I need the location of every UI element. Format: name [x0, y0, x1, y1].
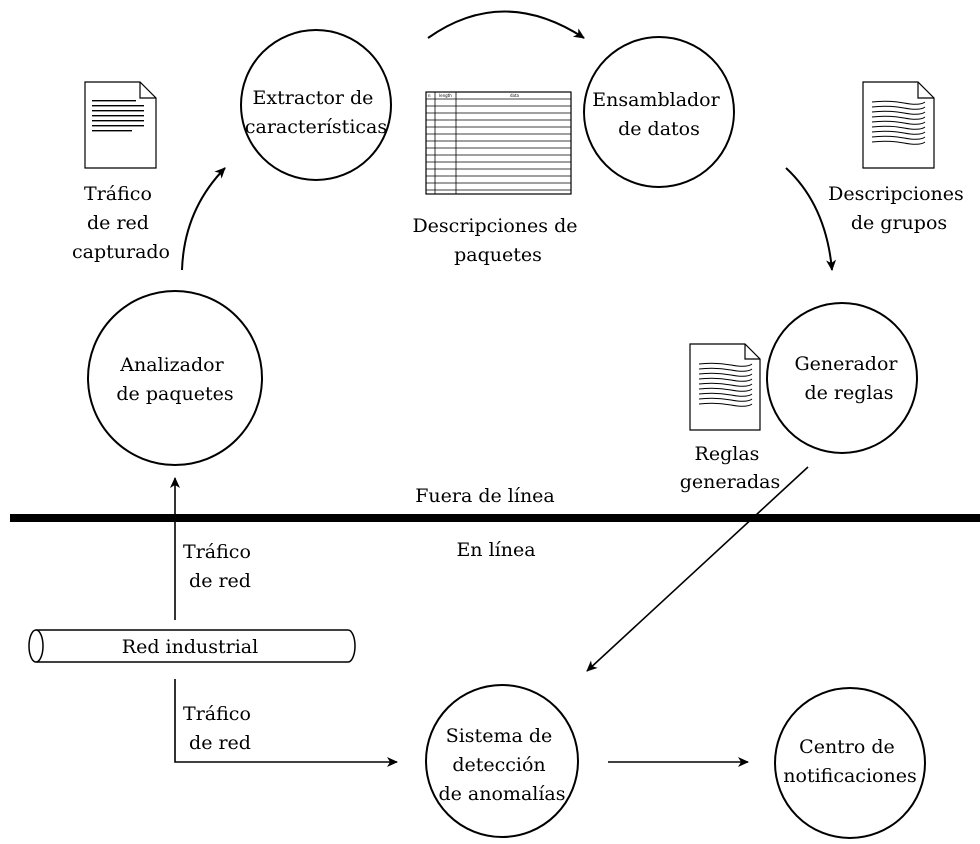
node-rule-generator-line2: de reglas: [804, 382, 893, 404]
offline-online-separator: [10, 514, 980, 522]
generated-rules-document-icon: [689, 343, 761, 431]
captured-traffic-label: Tráfico de red capturado: [72, 183, 170, 263]
node-extractor-line1: Extractor de: [253, 87, 374, 109]
industrial-network-pipe: Red industrial: [28, 629, 356, 663]
node-assembler[interactable]: Ensamblador de datos: [583, 36, 735, 188]
arrow-extractor-to-assembler: [427, 10, 585, 39]
node-anomaly-detection[interactable]: Sistema de detección de anomalías: [425, 684, 579, 838]
captured-traffic-document-icon: [84, 81, 157, 169]
group-descriptions-label: Descripciones de grupos: [828, 183, 970, 234]
packet-descriptions-label: Descripciones de paquetes: [412, 215, 583, 266]
svg-text:Extractor de característ: Extractor de características: [245, 87, 387, 138]
packet-table-header-length: length: [439, 93, 452, 98]
node-assembler-line1: Ensamblador: [592, 89, 720, 111]
online-label: En línea: [456, 539, 535, 561]
node-packet-analyzer-line1: Analizador: [119, 354, 224, 376]
arrow-network-to-detection: [174, 679, 398, 767]
node-notification-center-line1: Centro de: [799, 736, 895, 758]
node-notification-center-line2: notificaciones: [783, 765, 916, 787]
arrow-rule-generator-to-detection: [586, 466, 809, 672]
arrow-analyzer-to-extractor: [181, 167, 226, 271]
network-traffic-up-label: Tráfico de red: [183, 541, 257, 592]
svg-text:Generador de reglas: Generador de reglas: [794, 353, 903, 404]
node-packet-analyzer-line2: de paquetes: [116, 383, 233, 405]
svg-text:Centro de notificaciones: Centro de notificaciones: [783, 736, 916, 787]
generated-rules-label: Reglas generadas: [680, 443, 781, 493]
network-traffic-down-label: Tráfico de red: [183, 703, 257, 754]
group-descriptions-document-icon: [862, 81, 935, 169]
node-anomaly-detection-line3: de anomalías: [438, 783, 565, 805]
node-assembler-line2: de datos: [618, 118, 700, 140]
offline-label: Fuera de línea: [415, 485, 555, 507]
packet-table-icon: n length data: [425, 91, 572, 195]
packet-table-header-n: n: [428, 93, 431, 98]
node-extractor-line2: características: [245, 116, 387, 138]
node-rule-generator-line1: Generador: [794, 353, 898, 375]
svg-text:Sistema de detección: Sistema de detección de anomalías: [438, 725, 565, 805]
node-notification-center[interactable]: Centro de notificaciones: [774, 687, 926, 839]
industrial-network-label: Red industrial: [122, 636, 258, 658]
svg-text:Analizador de paquetes: Analizador de paquetes: [116, 354, 233, 405]
node-rule-generator[interactable]: Generador de reglas: [766, 302, 918, 454]
node-extractor[interactable]: Extractor de características: [240, 29, 392, 181]
svg-text:Ensamblador de datos: Ensamblador de datos: [592, 89, 726, 140]
node-anomaly-detection-line2: detección: [452, 754, 545, 776]
arrow-assembler-to-rule-generator: [785, 167, 837, 271]
node-anomaly-detection-line1: Sistema de: [446, 725, 553, 747]
node-packet-analyzer[interactable]: Analizador de paquetes: [87, 290, 263, 466]
packet-table-header-data: data: [510, 93, 520, 98]
